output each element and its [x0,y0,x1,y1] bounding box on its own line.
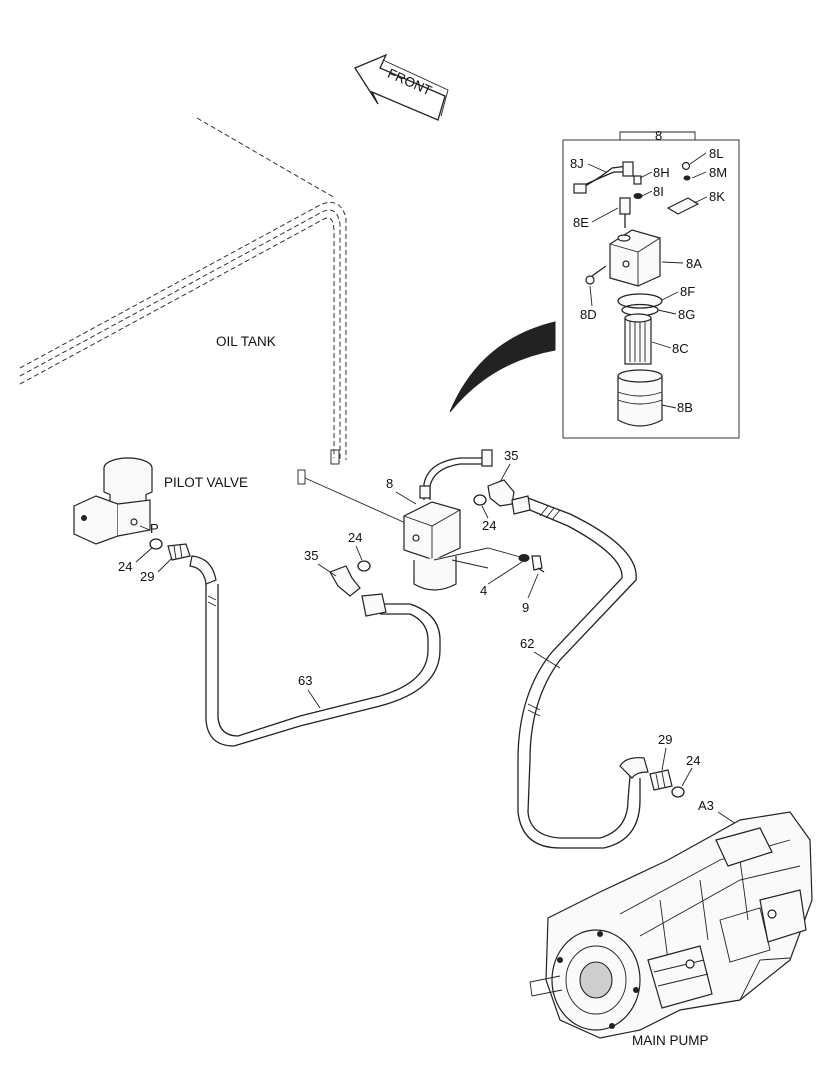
part-label-8F: 8F [680,284,695,299]
callout-24-pump: 24 [686,753,700,768]
main-pump [529,811,813,1039]
valve-assembly-8 [403,449,493,591]
part-label-8L: 8L [709,146,723,161]
part-label-8D: 8D [580,307,597,322]
callout-P: P [150,521,159,536]
adapter-29-right [649,769,673,791]
front-arrow: FRONT [354,53,449,121]
callout-29-right: 29 [658,732,672,747]
hose-62 [511,495,649,849]
callout-24-center: 24 [348,530,362,545]
hose-63 [189,555,441,747]
o-ring-24-left [149,538,163,550]
callout-9: 9 [522,600,529,615]
detail-leaders [587,152,708,409]
part-label-8A: 8A [686,256,702,271]
callout-29-left: 29 [140,569,154,584]
part-label-8K: 8K [709,189,725,204]
callout-62: 62 [520,636,534,651]
part-label-8E: 8E [573,215,589,230]
o-ring-24-right [473,494,487,506]
detail-box [449,131,740,439]
callout-35-left: 35 [304,548,318,563]
callout-24-right: 24 [482,518,496,533]
detail-title: 8 [655,128,662,143]
main-pump-label: MAIN PUMP [632,1033,709,1048]
elbow-35-right [487,479,515,507]
adapter-29-left [167,543,191,561]
callout-63: 63 [298,673,312,688]
callout-A3: A3 [698,798,714,813]
callout-24-left: 24 [118,559,132,574]
part-label-8J: 8J [570,156,584,171]
oil-tank-label: OIL TANK [216,334,276,349]
pilot-valve-label: PILOT VALVE [164,475,248,490]
o-ring-24-pump [671,786,685,798]
pilot-valve [73,457,153,545]
elbow-35-left [329,565,361,597]
part-label-8G: 8G [678,307,695,322]
o-ring-24-center [357,560,371,572]
callout-4: 4 [480,583,487,598]
part-label-8C: 8C [672,341,689,356]
callout-35-right: 35 [504,448,518,463]
part-label-8B: 8B [677,400,693,415]
part-label-8I: 8I [653,184,664,199]
callout-8: 8 [386,476,393,491]
bolt-9 [531,555,545,573]
part-label-8M: 8M [709,165,727,180]
oil-tank-outline [19,117,411,526]
part-label-8H: 8H [653,165,670,180]
